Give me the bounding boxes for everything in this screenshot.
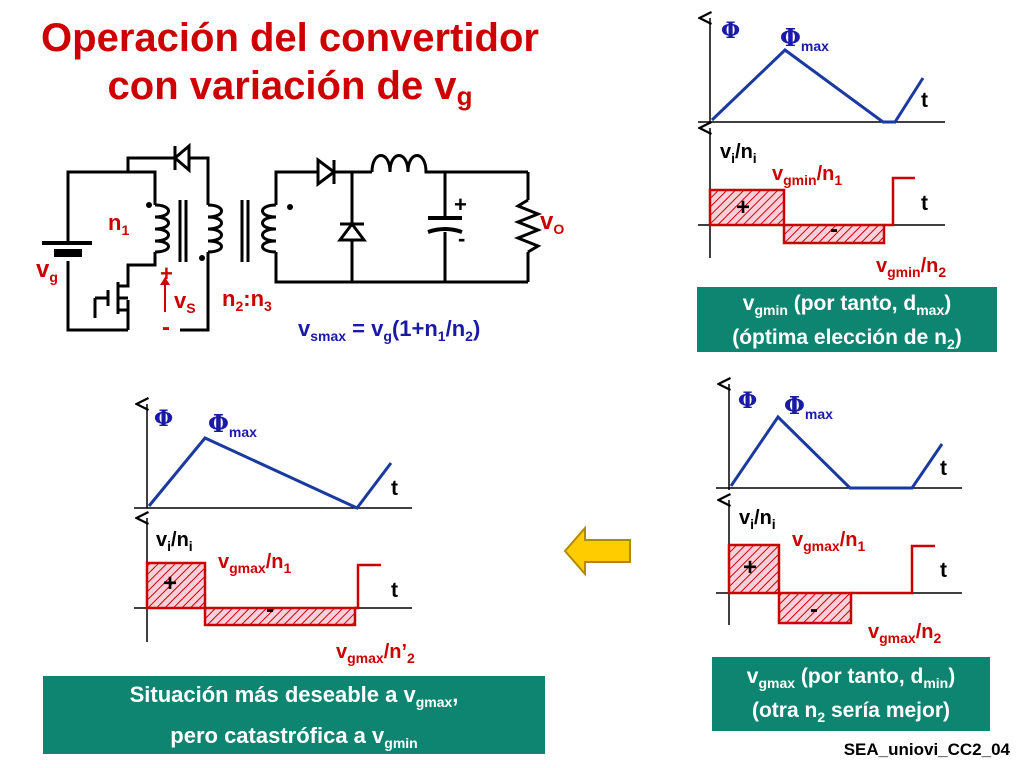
n1-label: n1 [108,210,130,238]
minus-sign-left: - [266,596,274,623]
note-box-left: Situación más deseable a vgmax, pero cat… [43,676,545,754]
positive-pulse-top [708,188,786,227]
plus-sign-left: + [163,570,178,597]
flux-waveform-left [147,436,393,510]
note-top-line-2: (óptima elección de n2) [732,326,962,352]
note-left-line-1: Situación más deseable a vgmax, [129,682,459,710]
voltage-waveform-top [884,176,915,227]
t-axis-label-left-1: t [391,477,398,500]
vs-plus-sign: + [160,261,173,286]
negative-pulse-top [782,223,886,245]
note-right-line-1: vgmax (por tanto, dmin) [746,665,956,691]
t-axis-label-top-1: t [921,89,928,112]
plus-sign-right: + [743,554,758,581]
phi-axis-label-right: Φ [738,388,758,414]
vgmin-n2-label: vgmin/n2 [876,255,947,280]
slide-footer: SEA_uniovi_CC2_04 [843,740,1010,759]
title-line-2: con variación de vg [107,64,473,111]
note-box-top: vgmin (por tanto, dmax) (óptima elección… [697,287,997,352]
vini-label-top: vi/ni [720,141,757,166]
phimax-label-top: Φmax [780,23,829,54]
phimax-label-right: Φmax [784,391,833,422]
flux-waveform-right [729,414,944,490]
t-axis-label-right-1: t [940,457,947,480]
vgmax-n2-label-right: vgmax/n2 [868,621,942,646]
negative-pulse-left [203,606,357,627]
vs-minus-sign: - [162,314,170,341]
voltage-waveform-right [851,544,935,595]
positive-pulse-right [727,543,781,595]
note-top-line-1: vgmin (por tanto, dmax) [742,292,952,318]
t-axis-label-left-2: t [391,579,398,602]
t-axis-label-top-2: t [921,192,928,215]
note-box-right: vgmax (por tanto, dmin) (otra n2 sería m… [712,657,990,731]
cap-plus-sign: + [454,192,467,217]
vgmax-n1-label-left: vgmax/n1 [218,551,292,576]
vgmax-n2prime-label: vgmax/n’2 [336,641,415,666]
page-title: Operación del convertidor con variación … [20,14,560,120]
vgmax-n1-label-right: vgmax/n1 [792,529,866,554]
cap-minus-sign: - [458,226,466,251]
positive-pulse-left [145,561,207,610]
title-line-1: Operación del convertidor [41,16,539,60]
note-right-line-2: (otra n2 sería mejor) [751,699,951,725]
turns-ratio-label: n2:n3 [222,286,272,314]
plus-sign-top: + [736,194,751,221]
vini-label-right: vi/ni [739,507,776,532]
panel-top-flux [698,18,945,123]
flux-waveform-top [710,48,925,124]
phi-axis-label-top: Φ [721,18,741,44]
phi-axis-label-left: Φ [154,406,174,432]
vgmin-n1-label: vgmin/n1 [772,163,843,188]
phimax-label-left: Φmax [208,409,257,440]
t-axis-label-right-2: t [940,559,947,582]
vini-label-left: vi/ni [156,529,193,554]
minus-sign-right: - [810,596,818,623]
vg-label: vg [36,256,58,285]
negative-pulse-right [777,591,853,625]
vsmax-formula: vsmax = vg(1+n1/n2) [298,316,481,344]
yellow-arrow-icon [563,525,631,577]
vo-label: vO [540,208,565,237]
minus-sign-top: - [830,216,838,243]
note-left-line-2: pero catastrófica a vgmin [170,723,418,751]
vs-label: vS [174,288,196,316]
voltage-waveform-left [355,563,381,610]
